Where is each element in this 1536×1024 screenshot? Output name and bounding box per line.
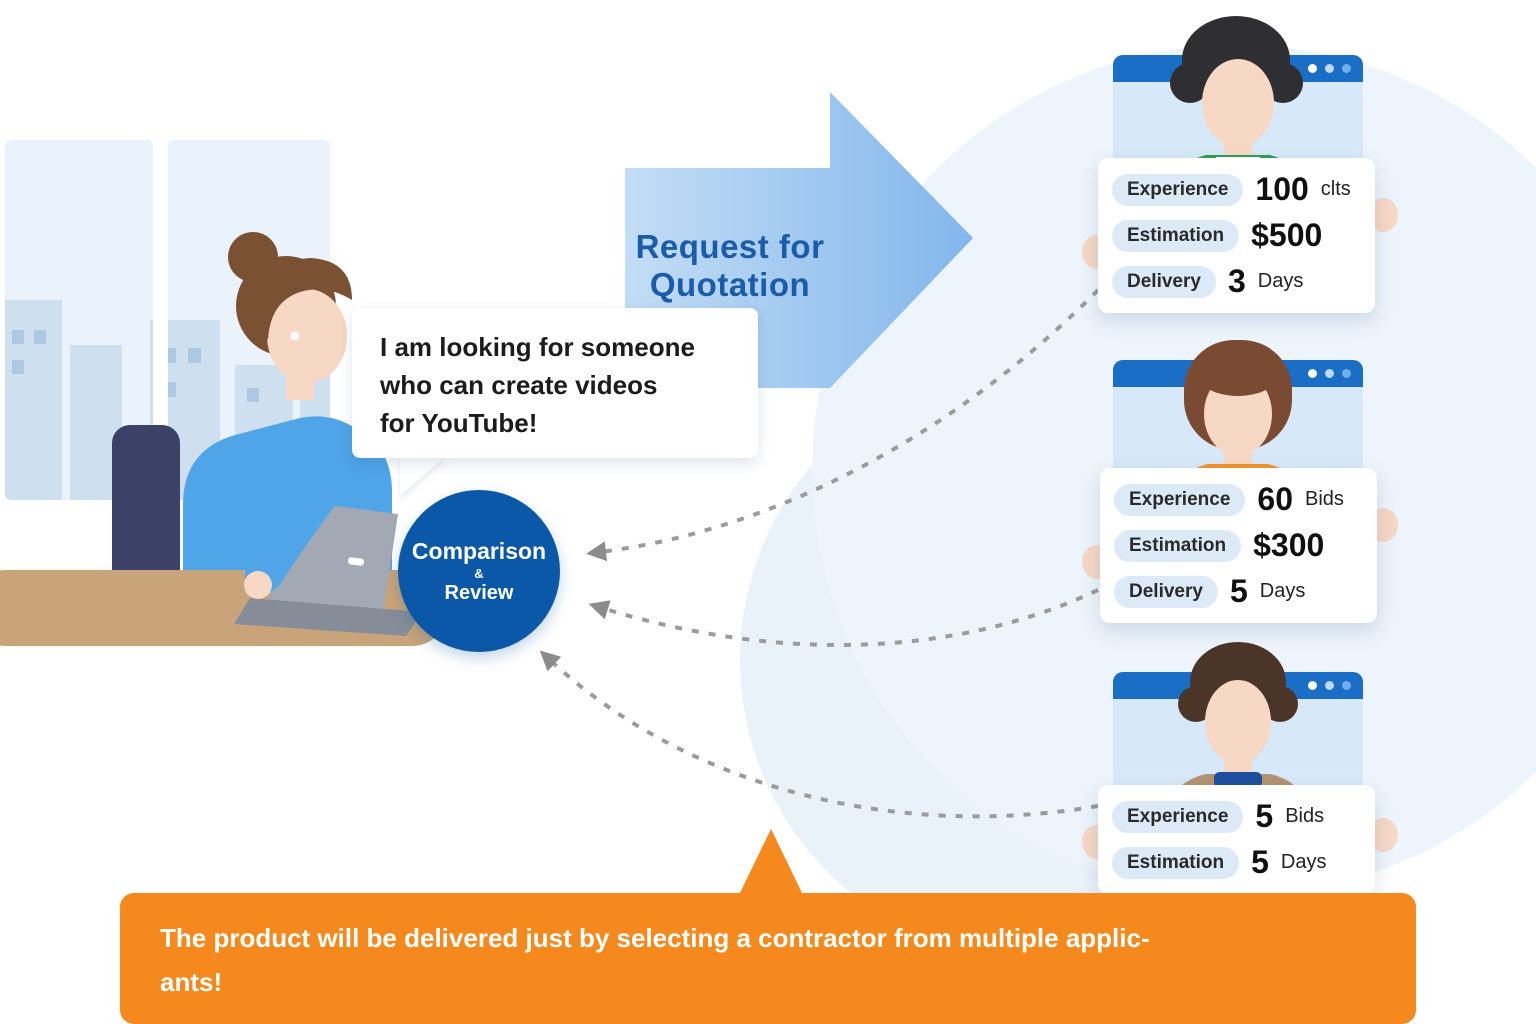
- window-dot-icon: [1342, 64, 1351, 73]
- quote-card-1: Experience 100 clts Estimation $500 Deli…: [1098, 158, 1375, 313]
- quote-row: Estimation 5 Days: [1112, 844, 1361, 881]
- speech-line1: I am looking for someone: [380, 332, 695, 362]
- review-label: Review: [444, 581, 514, 604]
- bottom-banner: The product will be delivered just by se…: [120, 893, 1416, 1024]
- connector-1: [586, 288, 1100, 562]
- quote-value: 5: [1251, 844, 1269, 880]
- speech-line2: who can create videos: [380, 370, 658, 400]
- quote-value: 60: [1257, 481, 1293, 517]
- banner-line1: The product will be delivered just by se…: [160, 923, 1150, 953]
- speech-line3: for YouTube!: [380, 408, 538, 438]
- quote-value: 3: [1227, 263, 1246, 299]
- quote-row: Experience 100 clts: [1112, 171, 1361, 208]
- comparison-label: Comparison: [411, 537, 547, 564]
- quote-label: Experience: [1114, 483, 1246, 516]
- window-dot-icon: [1308, 64, 1317, 73]
- quote-label: Experience: [1112, 800, 1244, 833]
- request-for-quotation-label: Request for Quotation: [575, 228, 885, 304]
- window-dot-icon: [1325, 369, 1334, 378]
- connector-2: [588, 588, 1099, 647]
- quote-label: Experience: [1112, 173, 1244, 206]
- window-dot-icon: [1325, 64, 1334, 73]
- quote-row: Estimation $300: [1114, 527, 1363, 564]
- earring: [290, 331, 300, 341]
- quote-label: Estimation: [1114, 529, 1242, 562]
- rfq-line2: Quotation: [649, 266, 811, 303]
- quote-card-3: Experience 5 Bids Estimation 5 Days: [1098, 785, 1375, 894]
- quote-card-2: Experience 60 Bids Estimation $300 Deliv…: [1100, 468, 1377, 623]
- quote-unit: Days: [1259, 580, 1306, 602]
- quote-unit: clts: [1320, 178, 1351, 200]
- ampersand: &: [474, 565, 484, 581]
- banner-line2: ants!: [160, 967, 223, 997]
- rfq-line1: Request for: [635, 228, 825, 265]
- quote-row: Estimation $500: [1112, 217, 1361, 254]
- window-dot-icon: [1308, 681, 1317, 690]
- quote-label: Delivery: [1114, 575, 1218, 608]
- quote-unit: Bids: [1285, 805, 1325, 827]
- window-dot-icon: [1308, 369, 1317, 378]
- quote-unit: Days: [1280, 851, 1327, 873]
- quote-value: $300: [1253, 527, 1325, 563]
- quote-label: Estimation: [1112, 219, 1240, 252]
- quote-row: Experience 60 Bids: [1114, 481, 1363, 518]
- window-dot-icon: [1342, 369, 1351, 378]
- quote-value: 5: [1229, 573, 1248, 609]
- quote-row: Delivery 5 Days: [1114, 573, 1363, 610]
- quote-value: $500: [1251, 217, 1323, 253]
- quote-label: Estimation: [1112, 846, 1240, 879]
- banner-pointer-triangle: [739, 829, 803, 895]
- quote-row: Experience 5 Bids: [1112, 798, 1361, 835]
- speech-bubble: I am looking for someone who can create …: [352, 308, 758, 458]
- face: [267, 289, 347, 383]
- hair-bun: [228, 232, 278, 282]
- quote-value: 100: [1255, 171, 1309, 207]
- chair: [112, 425, 180, 610]
- customer-illustration: [0, 232, 448, 646]
- hand: [244, 571, 272, 599]
- quote-unit: Days: [1257, 270, 1304, 292]
- quote-value: 5: [1255, 798, 1274, 834]
- speech-bubble-tail: [400, 456, 446, 496]
- quote-row: Delivery 3 Days: [1112, 263, 1361, 300]
- comparison-review-badge: Comparison & Review: [398, 490, 560, 652]
- quote-label: Delivery: [1112, 265, 1216, 298]
- quote-unit: Bids: [1305, 488, 1344, 510]
- window-dot-icon: [1325, 681, 1334, 690]
- window-dot-icon: [1342, 681, 1351, 690]
- connector-3: [539, 650, 1099, 819]
